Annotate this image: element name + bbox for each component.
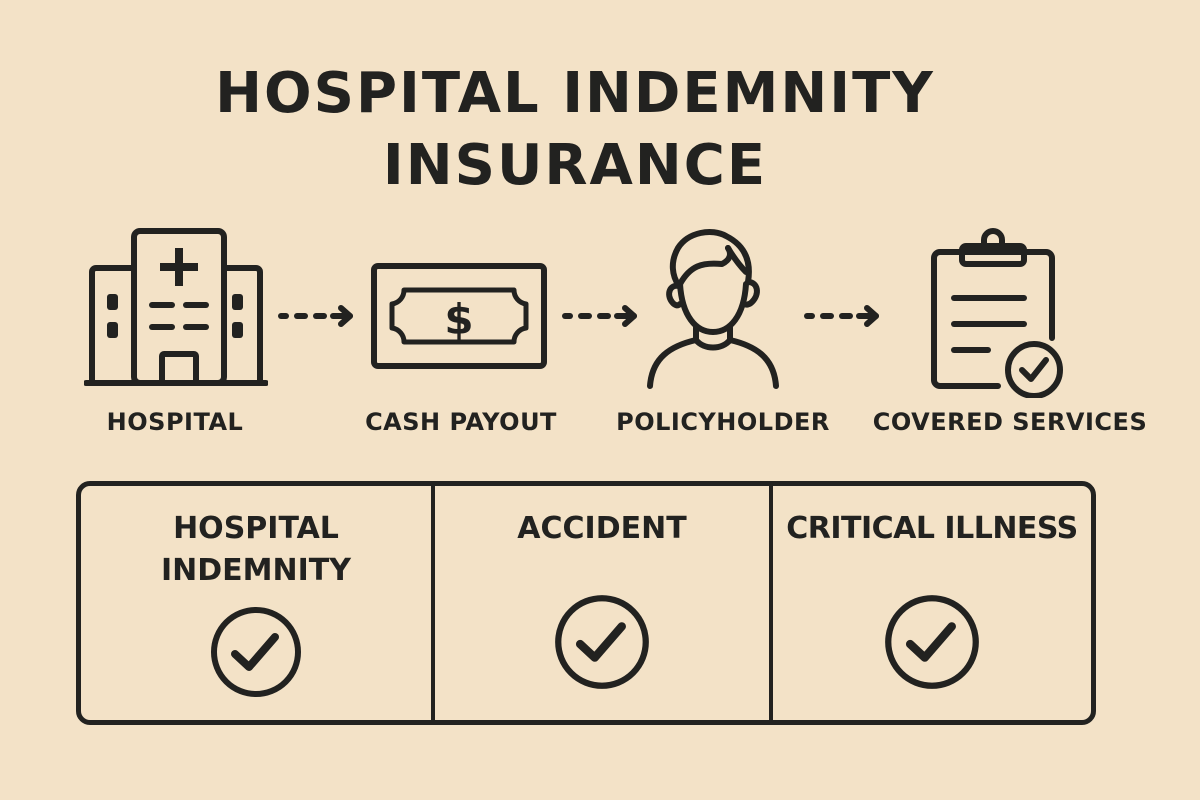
coverage-title-line1: CRITICAL ILLNESS [786, 511, 1078, 546]
dashed-arrow-right-icon [804, 304, 882, 332]
title-line-1: HOSPITAL INDEMNITY [215, 61, 935, 126]
coverage-cell-critical-illness: CRITICAL ILLNESS [769, 486, 1091, 720]
coverage-cell-accident: ACCIDENT [431, 486, 769, 720]
coverage-title: ACCIDENT [435, 508, 769, 550]
dollar-bill-icon: $ [370, 262, 548, 370]
svg-text:$: $ [444, 295, 473, 344]
flow-label-hospital: HOSPITAL [106, 408, 244, 436]
dashed-arrow-right-icon [562, 304, 640, 332]
flow-label-cash-payout: CASH PAYOUT [365, 408, 557, 436]
hospital-building-icon [84, 226, 268, 386]
page-title: HOSPITAL INDEMNITY INSURANCE [0, 58, 1150, 202]
coverage-title-line1: ACCIDENT [517, 511, 687, 546]
checkmark-circle-icon [882, 592, 982, 696]
title-line-2: INSURANCE [382, 133, 768, 198]
checkmark-circle-icon [552, 592, 652, 696]
coverage-cell-hospital-indemnity: HOSPITAL INDEMNITY [81, 486, 431, 720]
checkmark-circle-icon [208, 604, 304, 704]
coverage-title-line2: INDEMNITY [161, 553, 351, 588]
coverage-title-line1: HOSPITAL [173, 511, 339, 546]
coverage-table: HOSPITAL INDEMNITY ACCIDENT CRITICAL ILL… [76, 481, 1096, 725]
clipboard-check-icon [928, 228, 1072, 398]
flow-label-covered-services: COVERED SERVICES [872, 408, 1148, 436]
coverage-title: HOSPITAL INDEMNITY [81, 508, 431, 592]
dashed-arrow-right-icon [278, 304, 356, 332]
flow-label-policyholder: POLICYHOLDER [616, 408, 830, 436]
coverage-title: CRITICAL ILLNESS [773, 508, 1091, 550]
person-icon [642, 226, 792, 392]
